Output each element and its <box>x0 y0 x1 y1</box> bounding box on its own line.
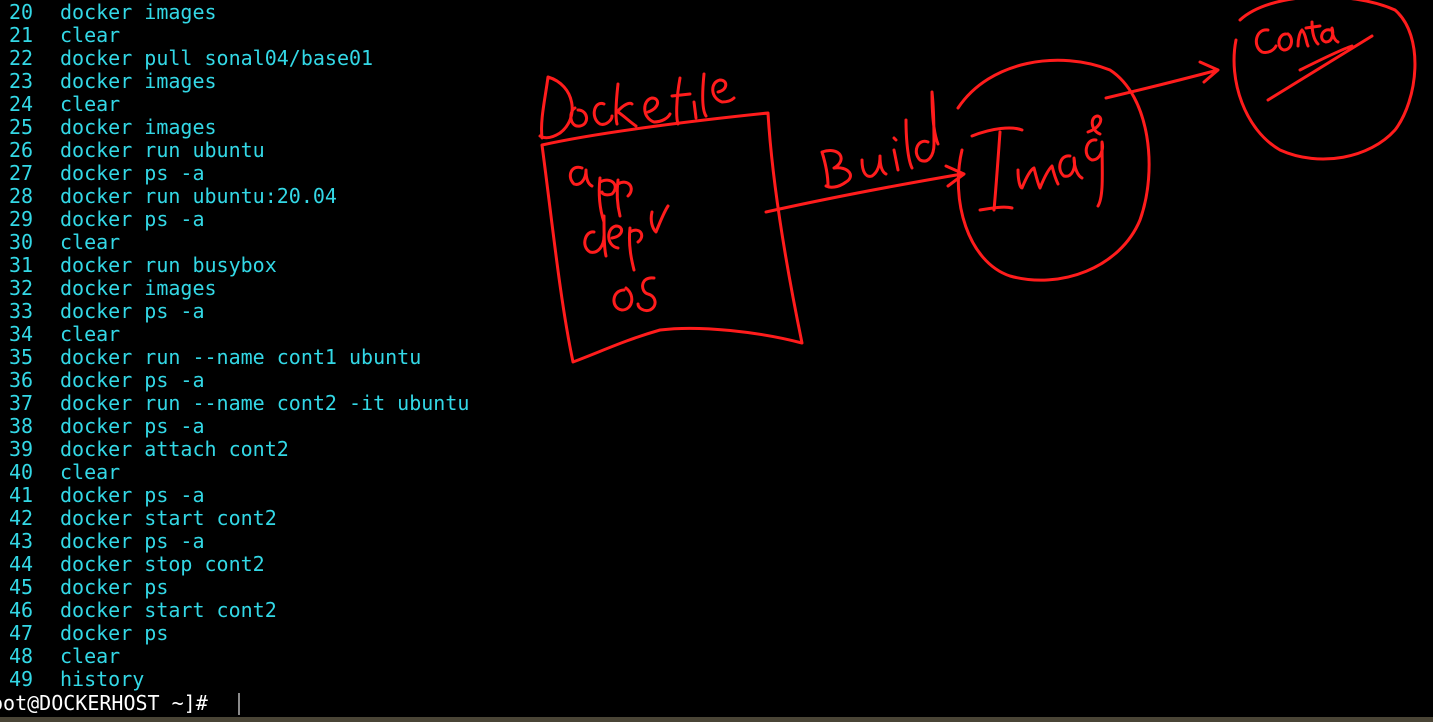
history-command: docker ps <box>60 575 169 599</box>
history-command: docker ps -a <box>60 207 205 231</box>
history-line-number: 32 <box>9 276 34 300</box>
history-line-number: 30 <box>9 230 34 254</box>
history-line-number: 25 <box>9 115 34 139</box>
history-line-number: 48 <box>9 644 34 668</box>
label-dockerfile <box>538 72 736 140</box>
history-line-number: 42 <box>9 506 34 530</box>
history-command: docker run --name cont1 ubuntu <box>60 345 422 369</box>
handwriting-dockerfile <box>538 72 736 140</box>
history-line-number: 33 <box>9 299 34 323</box>
shell-prompt[interactable]: oot@DOCKERHOST ~]# <box>0 691 220 715</box>
history-command: docker ps -a <box>60 161 205 185</box>
history-command: docker pull sonal04/base01 <box>60 46 374 70</box>
history-command: history <box>60 667 145 691</box>
image-circle <box>956 58 1151 282</box>
handwriting-image <box>970 114 1104 212</box>
history-line-number: 34 <box>9 322 34 346</box>
history-line-number: 49 <box>9 667 34 691</box>
history-line-number: 47 <box>9 621 34 645</box>
run-arrow <box>1104 60 1220 100</box>
history-line-number: 43 <box>9 529 34 553</box>
text-cursor <box>238 693 240 715</box>
history-command: docker start cont2 <box>60 598 277 622</box>
history-line-number: 44 <box>9 552 34 576</box>
history-command: docker run --name cont2 -it ubuntu <box>60 391 470 415</box>
history-line-number: 31 <box>9 253 34 277</box>
history-line-number: 28 <box>9 184 34 208</box>
history-line-number: 20 <box>9 0 34 24</box>
history-line-number: 29 <box>9 207 34 231</box>
history-command: docker images <box>60 115 217 139</box>
history-command: clear <box>60 644 121 668</box>
history-command: docker stop cont2 <box>60 552 265 576</box>
history-command: docker start cont2 <box>60 506 277 530</box>
history-line-number: 40 <box>9 460 34 484</box>
history-command: docker run ubuntu:20.04 <box>60 184 337 208</box>
handwriting-app <box>568 165 633 224</box>
history-line-number: 22 <box>9 46 34 70</box>
history-line-number: 45 <box>9 575 34 599</box>
window-bottom-edge <box>0 717 1433 722</box>
dockerfile-box <box>540 111 804 364</box>
history-command: docker ps -a <box>60 368 205 392</box>
container-circle <box>1232 0 1417 161</box>
history-command: docker ps -a <box>60 483 205 507</box>
handwriting-container <box>1254 20 1340 54</box>
handwriting-depn <box>583 204 670 272</box>
history-line-number: 38 <box>9 414 34 438</box>
history-line-number: 39 <box>9 437 34 461</box>
history-command: docker run ubuntu <box>60 138 265 162</box>
history-command: clear <box>60 460 121 484</box>
history-command: docker ps <box>60 621 169 645</box>
history-line-number: 46 <box>9 598 34 622</box>
history-line-number: 37 <box>9 391 34 415</box>
handwriting-os <box>612 276 657 312</box>
history-command: docker run busybox <box>60 253 277 277</box>
history-command: clear <box>60 322 121 346</box>
history-command: docker ps -a <box>60 299 205 323</box>
history-line-number: 24 <box>9 92 34 116</box>
history-line-number: 36 <box>9 368 34 392</box>
history-command: docker ps -a <box>60 529 205 553</box>
history-command: docker ps -a <box>60 414 205 438</box>
box-contents-handwriting <box>568 165 670 312</box>
history-line-number: 27 <box>9 161 34 185</box>
handwriting-build <box>820 90 940 189</box>
history-line-number: 26 <box>9 138 34 162</box>
history-line-number: 23 <box>9 69 34 93</box>
container-underline <box>1266 34 1374 102</box>
history-line-number: 41 <box>9 483 34 507</box>
history-line-number: 35 <box>9 345 34 369</box>
build-arrow <box>764 164 966 214</box>
history-command: docker images <box>60 69 217 93</box>
history-command: clear <box>60 23 121 47</box>
history-command: clear <box>60 92 121 116</box>
history-command: docker images <box>60 276 217 300</box>
history-command: clear <box>60 230 121 254</box>
history-command: docker images <box>60 0 217 24</box>
history-line-number: 21 <box>9 23 34 47</box>
history-command: docker attach cont2 <box>60 437 289 461</box>
